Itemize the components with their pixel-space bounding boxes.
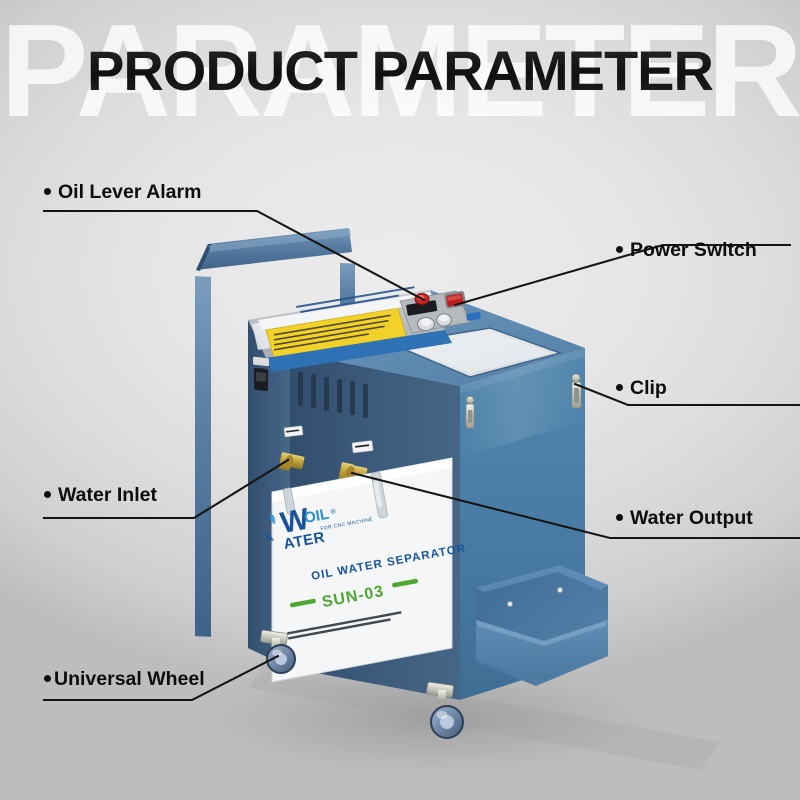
leader-clip <box>573 382 800 407</box>
brand-footer <box>287 611 402 640</box>
callout-power-switch: Power Switch <box>616 238 757 262</box>
svg-text:®: ® <box>330 507 337 516</box>
control-panel <box>248 286 481 372</box>
callout-oil-lever-alarm: Oil Lever Alarm <box>44 180 201 204</box>
bullet-icon <box>44 491 51 499</box>
svg-text:OIL: OIL <box>303 506 331 527</box>
bullet-icon <box>616 246 623 254</box>
bullet-icon <box>44 188 51 196</box>
leader-universal-wheel <box>42 654 280 702</box>
callout-universal-wheel: Universal Wheel <box>44 667 205 691</box>
header: PARAMETER PRODUCT PARAMETER <box>0 0 800 150</box>
callout-label: Power Switch <box>630 239 757 261</box>
floor-shadow <box>180 658 720 782</box>
water-inlet-fitting <box>278 425 305 471</box>
callout-water-inlet: Water Inlet <box>44 483 157 507</box>
body-sheen <box>460 348 585 458</box>
indicator-strip <box>466 311 481 321</box>
leader-oil-lever-alarm <box>42 209 426 302</box>
bullet-icon <box>616 514 623 522</box>
callout-label: Water Inlet <box>58 484 157 506</box>
brand-panel: W OIL ATER FOR CNC MACHINE ® OIL WATER S… <box>264 457 467 683</box>
universal-wheel-front-left <box>260 629 296 674</box>
leader-water-output <box>350 471 800 540</box>
callout-clip: Clip <box>616 376 667 400</box>
control-knob-2[interactable] <box>436 313 452 327</box>
control-knob[interactable] <box>417 317 435 331</box>
mains-inlet[interactable] <box>253 356 269 392</box>
bullet-icon <box>616 384 623 392</box>
leader-power-switch <box>453 243 792 307</box>
title-watermark: PARAMETER <box>0 0 800 146</box>
callout-label: Water Output <box>630 507 753 529</box>
universal-wheel-front-right <box>426 681 464 739</box>
page-title: PRODUCT PARAMETER <box>0 36 800 106</box>
door-handle[interactable] <box>282 487 296 515</box>
callout-label: Clip <box>630 377 667 399</box>
leader-water-inlet <box>42 458 290 520</box>
callout-label: Oil Lever Alarm <box>58 181 202 203</box>
callout-water-output: Water Output <box>616 506 753 530</box>
collection-tray <box>476 565 608 686</box>
door-handle-2[interactable] <box>371 471 388 519</box>
callout-label: Universal Wheel <box>54 668 205 690</box>
display-window <box>406 300 438 316</box>
bullet-icon <box>44 675 51 683</box>
